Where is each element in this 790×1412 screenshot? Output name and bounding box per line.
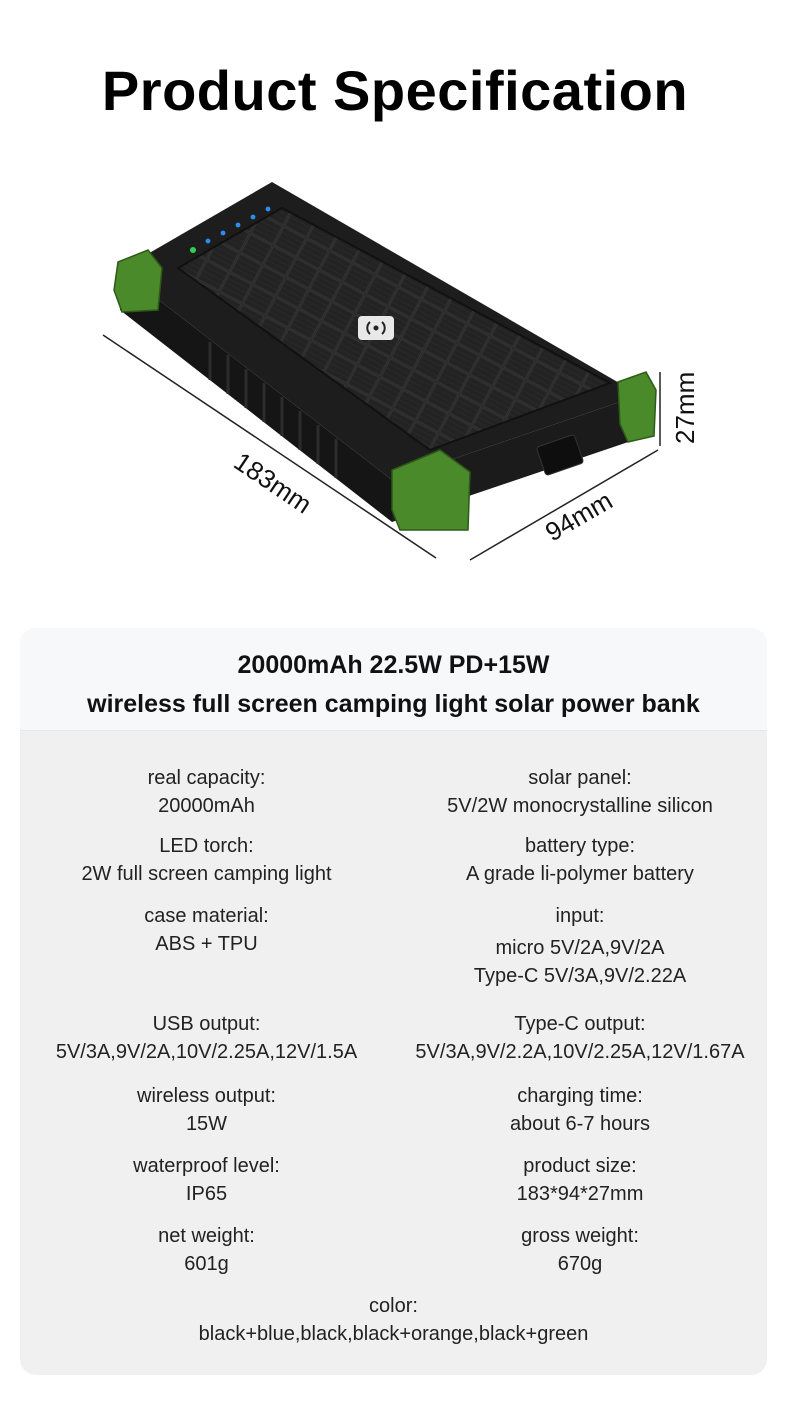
spec-label: USB output:	[152, 1013, 261, 1035]
spec-value: 183*94*27mm	[516, 1183, 644, 1205]
spec-gross-weight: gross weight: 670g	[393, 1222, 767, 1278]
spec-value: micro 5V/2A,9V/2A	[495, 937, 665, 959]
spec-label: real capacity:	[147, 767, 266, 789]
spec-value-secondary: Type-C 5V/3A,9V/2.22A	[473, 965, 687, 987]
spec-label: charging time:	[517, 1085, 643, 1107]
wireless-charging-icon	[358, 316, 394, 340]
spec-led-torch: LED torch: 2W full screen camping light	[20, 832, 393, 888]
spec-label: battery type:	[524, 835, 636, 857]
spec-value: about 6-7 hours	[509, 1113, 651, 1135]
product-illustration: 183mm 94mm 27mm	[0, 150, 790, 620]
spec-value: IP65	[185, 1183, 228, 1205]
page-title: Product Specification	[101, 59, 689, 122]
spec-header-line1: 20000mAh 22.5W PD+15W	[237, 651, 550, 679]
spec-label: product size:	[523, 1155, 637, 1177]
power-led-icon	[190, 247, 196, 253]
spec-value: A grade li-polymer battery	[466, 863, 694, 885]
spec-label: gross weight:	[521, 1225, 639, 1247]
spec-header-line2: wireless full screen camping light solar…	[87, 690, 700, 718]
spec-case-material: case material: ABS + TPU	[20, 902, 393, 958]
width-label: 94mm	[540, 485, 618, 547]
spec-label: input:	[555, 905, 605, 927]
spec-label: net weight:	[158, 1225, 255, 1247]
spec-value: 601g	[184, 1253, 229, 1275]
spec-solar-panel: solar panel: 5V/2W monocrystalline silic…	[393, 764, 767, 820]
spec-label: case material:	[144, 905, 269, 927]
spec-value: 20000mAh	[158, 795, 255, 817]
spec-net-weight: net weight: 601g	[20, 1222, 393, 1278]
spec-label: color:	[369, 1295, 418, 1317]
spec-label: LED torch:	[159, 835, 254, 857]
green-bumpers	[113, 249, 657, 531]
battery-indicator	[190, 206, 271, 253]
spec-wireless-output: wireless output: 15W	[20, 1082, 393, 1138]
spec-waterproof-level: waterproof level: IP65	[20, 1152, 393, 1208]
spec-product-size: product size: 183*94*27mm	[393, 1152, 767, 1208]
dimension-lines	[102, 334, 661, 561]
spec-value: 670g	[557, 1253, 603, 1275]
spec-label: solar panel:	[528, 767, 632, 789]
spec-input: input: micro 5V/2A,9V/2A Type-C 5V/3A,9V…	[393, 902, 767, 990]
spec-charging-time: charging time: about 6-7 hours	[393, 1082, 767, 1138]
spec-label: wireless output:	[137, 1085, 276, 1107]
spec-value: 5V/2W monocrystalline silicon	[447, 795, 713, 817]
length-label: 183mm	[229, 446, 318, 519]
spec-value: 15W	[185, 1113, 228, 1135]
spec-value: 2W full screen camping light	[81, 863, 332, 885]
spec-typec-output: Type-C output: 5V/3A,9V/2.2A,10V/2.25A,1…	[393, 1010, 767, 1066]
spec-label: waterproof level:	[133, 1155, 280, 1177]
spec-value: ABS + TPU	[155, 933, 258, 955]
spec-card: 20000mAh 22.5W PD+15W wireless full scre…	[20, 628, 767, 1375]
spec-value: black+blue,black,black+orange,black+gree…	[198, 1323, 589, 1345]
spec-value: 5V/3A,9V/2A,10V/2.25A,12V/1.5A	[55, 1041, 358, 1063]
spec-value: 5V/3A,9V/2.2A,10V/2.25A,12V/1.67A	[415, 1041, 745, 1063]
spec-header: 20000mAh 22.5W PD+15W wireless full scre…	[20, 628, 767, 731]
spec-battery-type: battery type: A grade li-polymer battery	[393, 832, 767, 888]
height-label: 27mm	[670, 372, 700, 444]
spec-usb-output: USB output: 5V/3A,9V/2A,10V/2.25A,12V/1.…	[20, 1010, 393, 1066]
spec-color: color: black+blue,black,black+orange,bla…	[20, 1292, 767, 1348]
spec-real-capacity: real capacity: 20000mAh	[20, 764, 393, 820]
spec-label: Type-C output:	[514, 1013, 646, 1035]
